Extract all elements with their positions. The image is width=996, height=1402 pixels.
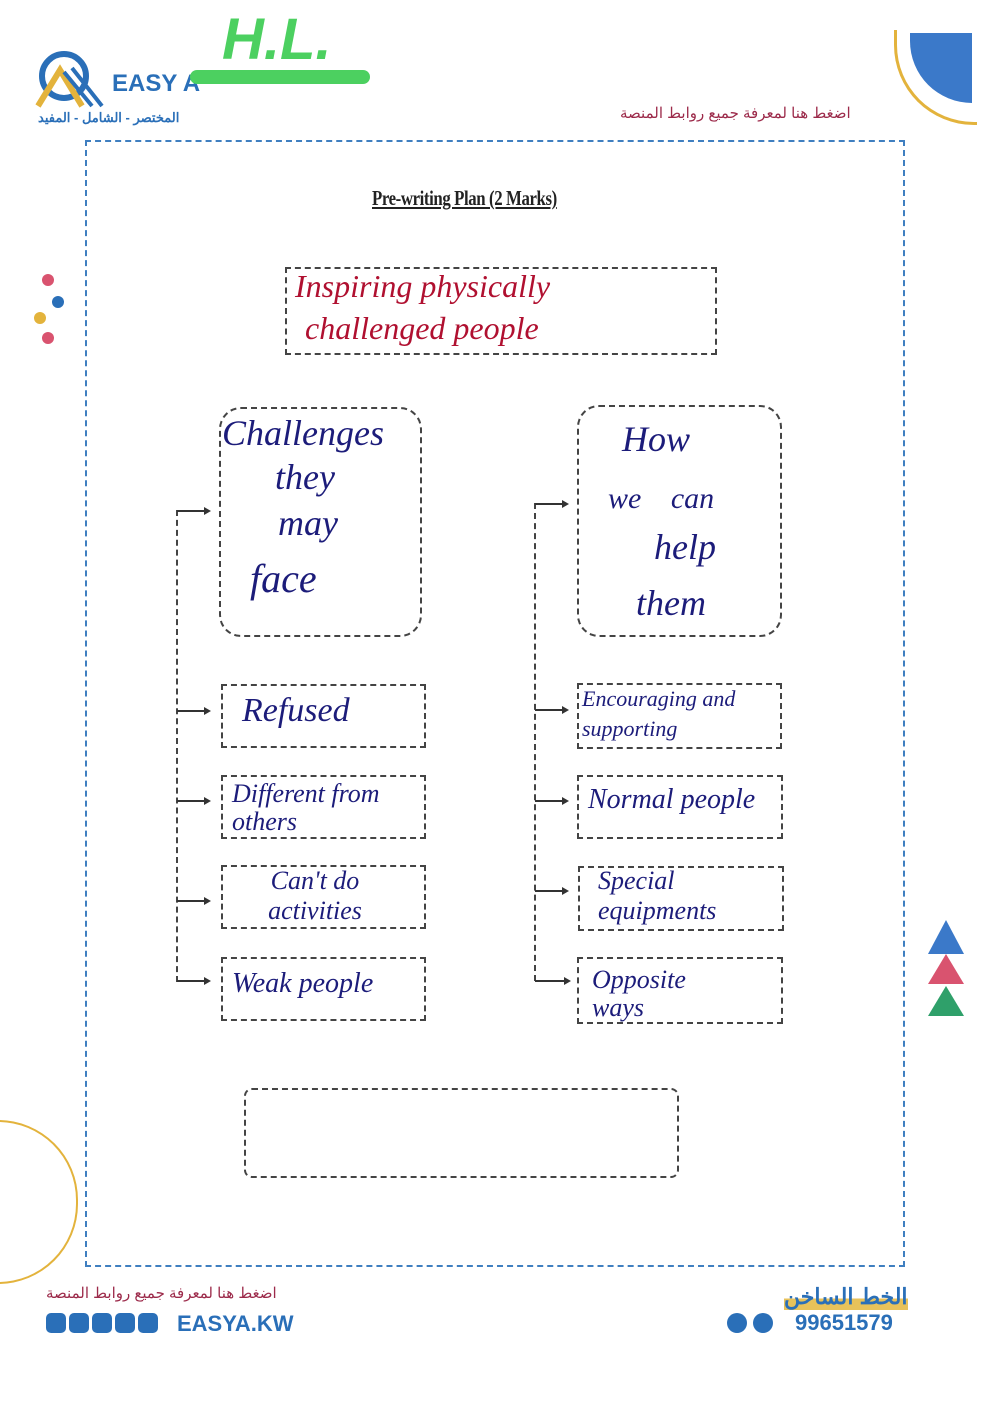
footer-links-link[interactable]: اضغط هنا لمعرفة جميع روابط المنصة [46, 1285, 277, 1302]
page-title: Pre-writing Plan (2 Marks) [372, 186, 557, 210]
right-item-text: Encouraging and supporting [582, 686, 736, 741]
arrow-icon [535, 887, 569, 895]
right-item-text: Normal people [588, 784, 756, 815]
right-item-box [577, 775, 783, 839]
right-item-text: Special equipments [598, 866, 717, 925]
arrow-icon [535, 977, 571, 985]
whatsapp-icon[interactable] [727, 1313, 747, 1333]
arrow-icon [177, 507, 211, 515]
right-item-box [577, 957, 783, 1024]
snapchat-icon[interactable] [115, 1313, 135, 1333]
topic-box [285, 267, 717, 355]
tagline: المختصر - الشامل - المفيد [38, 110, 180, 125]
left-item-text: Weak people [232, 968, 374, 999]
social-handle[interactable]: EASYA.KW [177, 1311, 294, 1336]
page-frame [85, 140, 905, 1267]
tiktok-icon[interactable] [92, 1313, 112, 1333]
green-marker-stroke [190, 70, 370, 84]
arrow-icon [535, 706, 569, 714]
right-item-box [577, 683, 782, 749]
left-heading-line: Challenges [222, 413, 384, 453]
right-heading-line: How [622, 419, 691, 459]
arrow-icon [177, 977, 211, 985]
right-heading-line: them [636, 583, 706, 623]
header-links-link[interactable]: اضغط هنا لمعرفة جميع روابط المنصة [620, 105, 851, 122]
easy-a-logo-icon [35, 51, 104, 108]
logo-text: EASY A [112, 70, 201, 97]
left-item-box [221, 957, 426, 1021]
social-icons [46, 1313, 158, 1333]
triangles-decoration-icon [928, 920, 964, 1016]
left-item-text: Refused [242, 692, 350, 729]
left-heading-box [219, 407, 422, 637]
arrow-icon [177, 897, 211, 905]
left-item-text: Can't do activities [268, 866, 362, 925]
left-heading-line: may [278, 503, 338, 543]
topic-line-1: Inspiring physically [295, 268, 551, 304]
arrow-icon [177, 797, 211, 805]
right-heading-box [577, 405, 782, 637]
left-item-box [221, 775, 426, 839]
right-item-text: Opposite ways [592, 965, 686, 1022]
right-heading-line: we can [608, 482, 715, 515]
dots-decoration-icon [34, 274, 64, 344]
left-heading-line: they [275, 457, 335, 497]
right-heading-line: help [654, 527, 716, 567]
topic-line-2: challenged people [305, 310, 539, 346]
left-connector [176, 510, 178, 982]
handwritten-initials: H.L. [222, 7, 332, 72]
left-item-box [221, 865, 426, 929]
empty-box [244, 1088, 679, 1178]
instagram-icon[interactable] [46, 1313, 66, 1333]
left-heading-line: face [250, 556, 317, 601]
arrow-icon [535, 797, 569, 805]
left-item-box [221, 684, 426, 748]
telegram-icon[interactable] [138, 1313, 158, 1333]
youtube-icon[interactable] [69, 1313, 89, 1333]
arrow-icon [535, 500, 569, 508]
hotline-label: الخط الساخن [784, 1284, 908, 1310]
right-item-box [578, 866, 784, 931]
phone-number[interactable]: 99651579 [795, 1310, 893, 1335]
arrow-icon [177, 707, 211, 715]
phone-icon[interactable] [753, 1313, 773, 1333]
arc-decoration [0, 1120, 78, 1284]
left-item-text: Different from others [232, 779, 380, 836]
right-connector [534, 503, 536, 981]
